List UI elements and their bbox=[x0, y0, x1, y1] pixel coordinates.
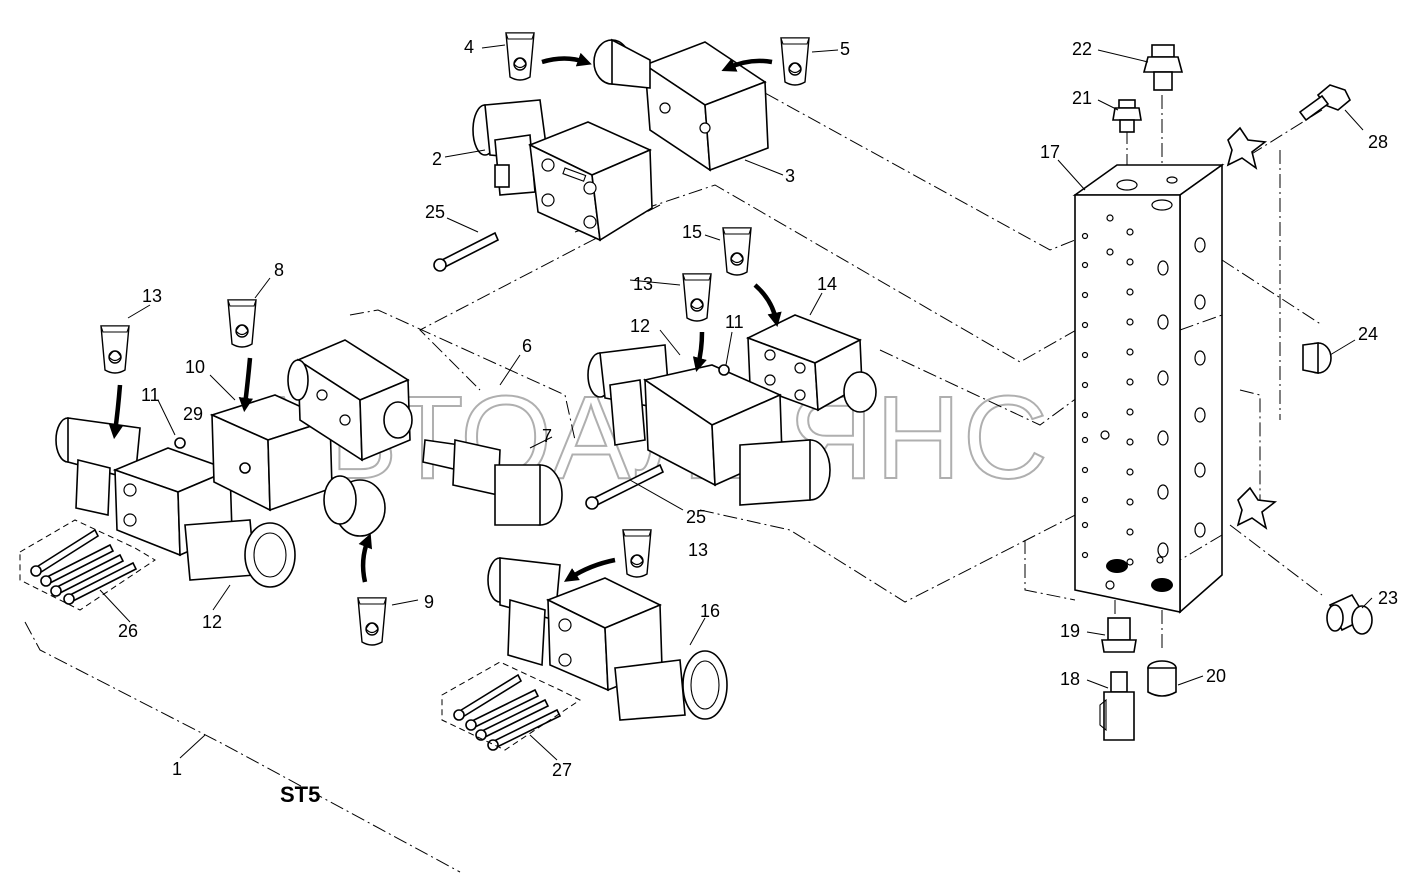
callout-2: 2 bbox=[432, 149, 442, 169]
manifold-block bbox=[1072, 126, 1278, 614]
sealant-tube-icon bbox=[780, 37, 810, 86]
callout-22: 22 bbox=[1072, 39, 1092, 59]
callout-labels: 1 2 3 4 5 6 7 8 9 10 11 11 12 12 13 13 1… bbox=[118, 37, 1398, 780]
fitting-21 bbox=[1112, 99, 1142, 133]
callout-11b: 11 bbox=[725, 312, 744, 332]
connection-lines bbox=[24, 81, 1323, 873]
callout-23: 23 bbox=[1378, 588, 1398, 608]
callout-20: 20 bbox=[1206, 666, 1226, 686]
fitting-18 bbox=[1099, 671, 1135, 741]
callout-11a: 11 bbox=[141, 385, 160, 405]
callout-12b: 12 bbox=[630, 316, 650, 336]
callout-27: 27 bbox=[552, 760, 572, 780]
callout-13a: 13 bbox=[142, 286, 162, 306]
callout-12a: 12 bbox=[202, 612, 222, 632]
callout-7: 7 bbox=[542, 426, 552, 446]
callout-16: 16 bbox=[700, 601, 720, 621]
callout-17: 17 bbox=[1040, 142, 1060, 162]
fitting-19 bbox=[1101, 617, 1137, 653]
sealant-tube-icon bbox=[682, 273, 712, 322]
callout-14: 14 bbox=[817, 274, 837, 294]
valve-assembly-bottom bbox=[441, 557, 728, 751]
callout-29: 29 bbox=[183, 404, 203, 424]
fitting-22 bbox=[1142, 44, 1184, 91]
callout-1: 1 bbox=[172, 759, 182, 779]
valve-assembly-top bbox=[433, 38, 769, 272]
application-arrows bbox=[108, 52, 782, 583]
callout-28: 28 bbox=[1368, 132, 1388, 152]
leader-lines bbox=[99, 44, 1373, 761]
callout-26: 26 bbox=[118, 621, 138, 641]
callout-13b: 13 bbox=[633, 274, 653, 294]
sealant-tube-icon bbox=[100, 325, 130, 374]
fittings bbox=[1099, 44, 1373, 741]
callout-19: 19 bbox=[1060, 621, 1080, 641]
callout-13c: 13 bbox=[688, 540, 708, 560]
assembly-label: ST5 bbox=[280, 782, 320, 807]
sealant-tube-icon bbox=[227, 299, 257, 348]
callout-24: 24 bbox=[1358, 324, 1378, 344]
fitting-23 bbox=[1326, 593, 1373, 635]
valve-assembly-center bbox=[585, 314, 877, 510]
sealant-tube-icon bbox=[622, 529, 652, 578]
callout-3: 3 bbox=[785, 166, 795, 186]
valve-assembly-left bbox=[19, 339, 563, 611]
callout-25b: 25 bbox=[686, 507, 706, 527]
plug-20 bbox=[1147, 660, 1177, 697]
callout-6: 6 bbox=[522, 336, 532, 356]
sealant-tube-icon bbox=[357, 597, 387, 646]
screw-28 bbox=[1298, 84, 1351, 122]
callout-8: 8 bbox=[274, 260, 284, 280]
callout-4: 4 bbox=[464, 37, 474, 57]
callout-5: 5 bbox=[840, 39, 850, 59]
callout-9: 9 bbox=[424, 592, 434, 612]
callout-15: 15 bbox=[682, 222, 702, 242]
callout-25a: 25 bbox=[425, 202, 445, 222]
callout-18: 18 bbox=[1060, 669, 1080, 689]
callout-21: 21 bbox=[1072, 88, 1092, 108]
sealant-tube-icon bbox=[505, 32, 535, 81]
sealant-tube-icon bbox=[722, 227, 752, 276]
callout-10: 10 bbox=[185, 357, 205, 377]
plug-24 bbox=[1302, 342, 1332, 374]
